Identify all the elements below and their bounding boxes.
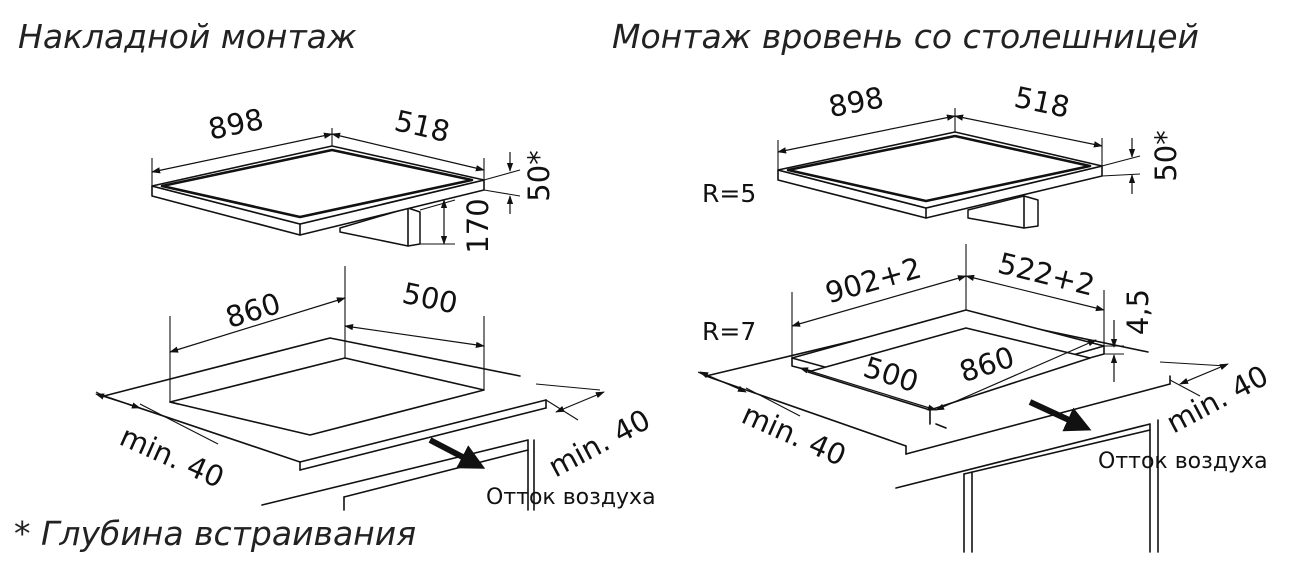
- overlay-hob-width-label: 898: [205, 102, 266, 147]
- overlay-cutout-drawing: 860 500 min. 40 min. 40 Отток воздуха: [95, 266, 656, 511]
- overlay-hob-height-star-label: 50*: [522, 150, 556, 201]
- overlay-hob-drawing: 898 518 50* 170: [151, 102, 556, 254]
- flush-min-right-line: [1179, 363, 1229, 385]
- title-flush-mounting: Монтаж вровень со столешницей: [612, 17, 1199, 56]
- overlay-min-right-line: [555, 391, 605, 413]
- overlay-airflow-arrow-icon: [428, 437, 486, 469]
- flush-hob-height-star-label: 50*: [1149, 130, 1183, 181]
- overlay-min-right-label: min. 40: [543, 402, 656, 484]
- overlay-cutout-width-line: [169, 297, 346, 353]
- overlay-cutout-depth-line: [344, 324, 485, 348]
- flush-cutout-outer-width-label: 902+2: [821, 251, 925, 311]
- flush-min-right-label: min. 40: [1161, 358, 1274, 440]
- flush-cutout-outer-width-line: [791, 275, 967, 327]
- flush-min-left-label: min. 40: [737, 397, 851, 473]
- title-overlay-mounting: Накладной монтаж: [18, 17, 357, 56]
- overlay-cutout-depth-label: 500: [399, 276, 460, 321]
- flush-hob-drawing: 898 518 50* R=5: [702, 80, 1183, 229]
- flush-cutout-drawing: 902+2 522+2 4,5 500 860 R=7 min. 40 min.…: [697, 244, 1274, 553]
- overlay-airflow-label: Отток воздуха: [486, 485, 656, 510]
- overlay-min-left-line: [95, 393, 141, 409]
- flush-min-left-line: [699, 371, 747, 393]
- footnote-mounting-depth: * Глубина встраивания: [14, 514, 416, 553]
- flush-airflow-arrow-icon: [1028, 399, 1092, 432]
- flush-hob-depth-label: 518: [1011, 80, 1072, 125]
- flush-cutout-inner-depth-line: [799, 367, 937, 411]
- flush-hob-width-line: [777, 114, 956, 154]
- overlay-cutout-opening: [169, 357, 485, 436]
- flush-hob-radius-label: R=5: [702, 179, 756, 208]
- flush-cutout-rebate-label: 4,5: [1121, 289, 1155, 335]
- flush-cutout-inner-width-line: [935, 339, 1097, 411]
- overlay-hob-box-height-label: 170: [461, 198, 495, 253]
- overlay-hob-depth-line: [331, 132, 485, 172]
- flush-hob-width-label: 898: [826, 80, 887, 124]
- flush-cutout-outer-depth-line: [965, 274, 1105, 312]
- flush-hob-depth-line: [954, 114, 1103, 148]
- flush-airflow-label: Отток воздуха: [1098, 449, 1268, 474]
- flush-cutout-radius-label: R=7: [702, 317, 756, 346]
- flush-cutout-outer-depth-label: 522+2: [995, 246, 1098, 303]
- overlay-hob-depth-label: 518: [391, 103, 453, 149]
- overlay-cutout-width-label: 860: [222, 286, 285, 335]
- overlay-min-left-label: min. 40: [115, 419, 229, 495]
- overlay-hob-width-line: [151, 132, 333, 174]
- flush-hob-glass: [777, 131, 1103, 209]
